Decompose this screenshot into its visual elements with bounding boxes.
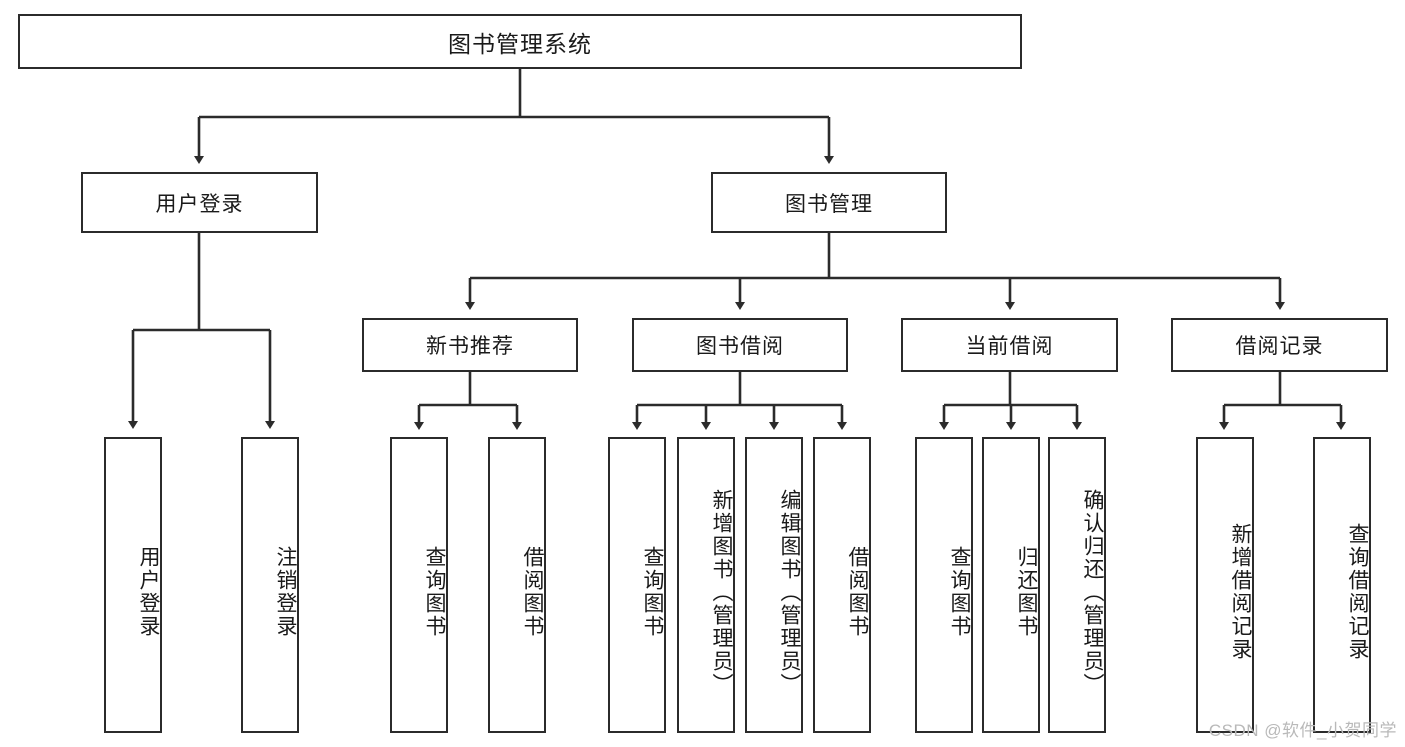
node-label: 借阅图书	[846, 546, 869, 638]
leaf-book-borrow-edit-book-admin[interactable]: 编辑图书（管理员）	[745, 437, 803, 733]
leaf-current-borrow-confirm-return-admin[interactable]: 确认归还（管理员）	[1048, 437, 1106, 733]
node-label: 用户登录	[155, 192, 244, 216]
node-book-management[interactable]: 图书管理	[711, 172, 947, 233]
node-label: 确认归还（管理员）	[1081, 488, 1104, 696]
node-label: 查询图书	[948, 546, 971, 638]
node-label: 图书借阅	[696, 335, 784, 358]
node-label: 图书管理	[785, 192, 873, 216]
leaf-borrow-record-add-record[interactable]: 新增借阅记录	[1196, 437, 1254, 733]
leaf-current-borrow-return-book[interactable]: 归还图书	[982, 437, 1040, 733]
node-root-book-management-system[interactable]: 图书管理系统	[18, 14, 1022, 69]
leaf-current-borrow-query-book[interactable]: 查询图书	[915, 437, 973, 733]
node-label: 注销登录	[274, 546, 297, 638]
node-label: 借阅图书	[521, 546, 544, 638]
node-label: 归还图书	[1015, 546, 1038, 638]
node-book-borrow[interactable]: 图书借阅	[632, 318, 848, 372]
node-new-book-recommend[interactable]: 新书推荐	[362, 318, 578, 372]
node-label: 查询借阅记录	[1346, 523, 1369, 661]
node-label: 查询图书	[423, 546, 446, 638]
node-current-borrow[interactable]: 当前借阅	[901, 318, 1118, 372]
node-user-login[interactable]: 用户登录	[81, 172, 318, 233]
node-label: 编辑图书（管理员）	[778, 488, 801, 696]
node-label: 图书管理系统	[448, 30, 592, 57]
node-label: 新书推荐	[426, 335, 514, 358]
leaf-borrow-record-query-record[interactable]: 查询借阅记录	[1313, 437, 1371, 733]
node-label: 查询图书	[641, 546, 664, 638]
node-label: 新增借阅记录	[1229, 523, 1252, 661]
leaf-book-borrow-query-book[interactable]: 查询图书	[608, 437, 666, 733]
leaf-user-login-login[interactable]: 用户登录	[104, 437, 162, 733]
leaf-user-login-logout[interactable]: 注销登录	[241, 437, 299, 733]
leaf-new-book-borrow-book[interactable]: 借阅图书	[488, 437, 546, 733]
leaf-new-book-query-book[interactable]: 查询图书	[390, 437, 448, 733]
node-label: 用户登录	[137, 546, 160, 638]
leaf-book-borrow-add-book-admin[interactable]: 新增图书（管理员）	[677, 437, 735, 733]
csdn-watermark: CSDN @软件_小贺同学	[1208, 721, 1397, 740]
node-borrow-record[interactable]: 借阅记录	[1171, 318, 1388, 372]
node-label: 新增图书（管理员）	[710, 488, 733, 696]
node-label: 当前借阅	[965, 335, 1054, 358]
node-label: 借阅记录	[1235, 335, 1324, 358]
leaf-book-borrow-borrow-book[interactable]: 借阅图书	[813, 437, 871, 733]
